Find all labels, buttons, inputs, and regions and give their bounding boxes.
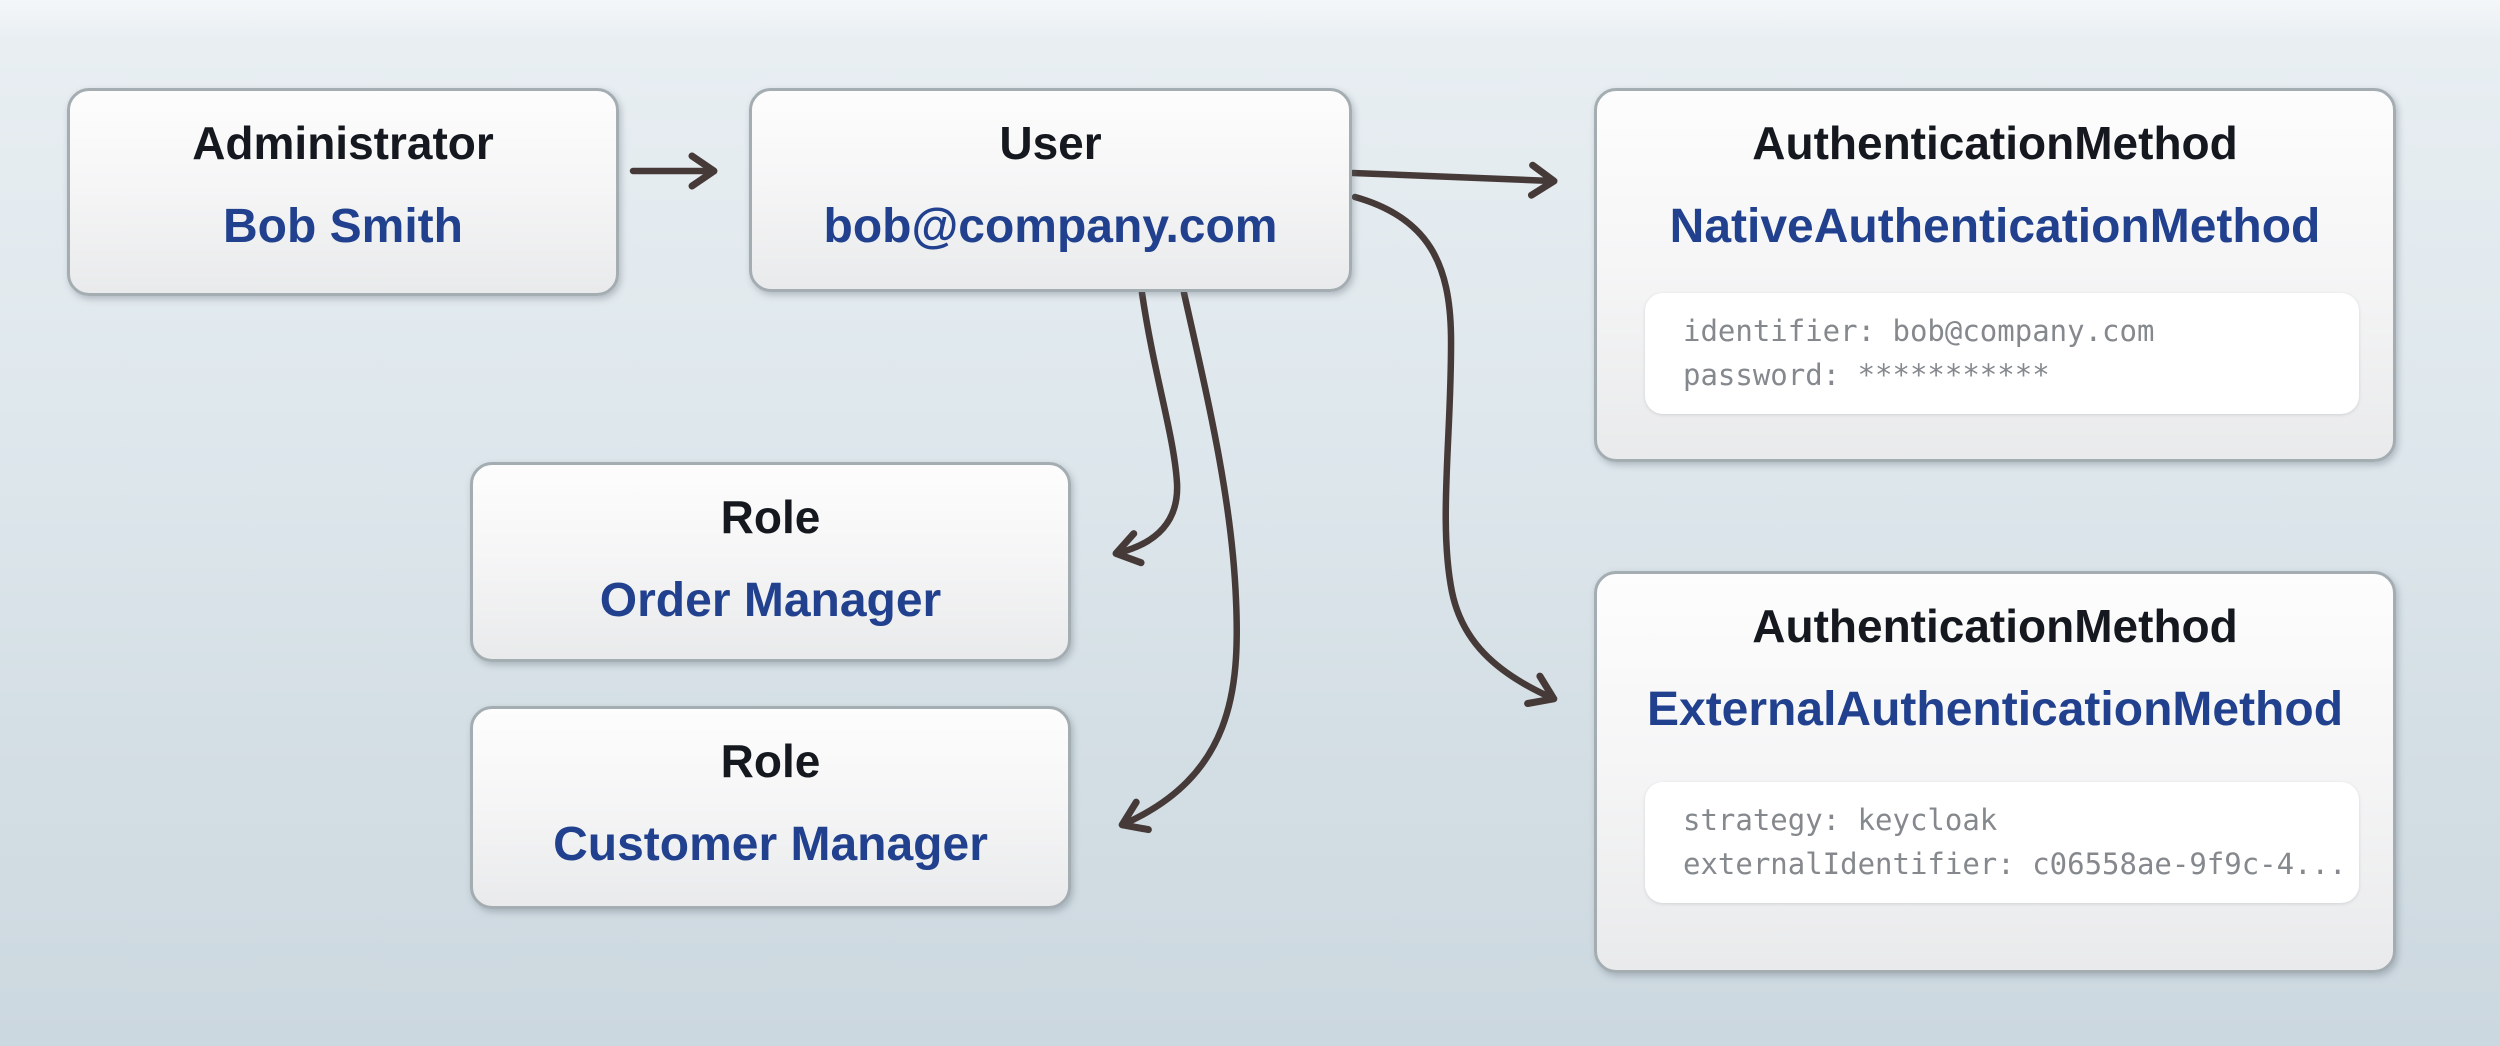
node-type-label: AuthenticationMethod bbox=[1752, 600, 2238, 652]
node-type-label: User bbox=[999, 117, 1102, 169]
node-user: User bob@company.com bbox=[749, 88, 1352, 292]
attr-external-identifier: externalIdentifier: c06558ae-9f9c-4... bbox=[1683, 847, 2347, 881]
node-value: ExternalAuthenticationMethod bbox=[1646, 683, 2344, 736]
node-type-label: Role bbox=[720, 491, 821, 543]
node-native-authentication-method: AuthenticationMethod NativeAuthenticatio… bbox=[1594, 88, 2396, 462]
attr-password: password: *********** bbox=[1683, 358, 2050, 392]
attr-identifier: identifier: bob@company.com bbox=[1683, 314, 2155, 348]
node-value: bob@company.com bbox=[823, 200, 1278, 253]
node-value: Bob Smith bbox=[223, 200, 463, 253]
attr-strategy: strategy: keycloak bbox=[1683, 803, 1998, 837]
node-type-label: Role bbox=[720, 735, 821, 787]
arrow-user-to-role-customer-manager bbox=[1118, 289, 1241, 834]
arrow-user-to-external-authentication-method bbox=[1351, 193, 1558, 708]
node-value: Order Manager bbox=[599, 574, 942, 627]
node-role-order-manager: Role Order Manager bbox=[470, 462, 1071, 662]
node-external-authentication-method: AuthenticationMethod ExternalAuthenticat… bbox=[1594, 571, 2396, 973]
node-type-label: Administrator bbox=[192, 117, 494, 169]
arrow-user-to-role-order-manager bbox=[1112, 289, 1181, 567]
node-administrator: Administrator Bob Smith bbox=[67, 88, 619, 296]
node-type-label: AuthenticationMethod bbox=[1752, 117, 2238, 169]
attribute-box: identifier: bob@company.com password: **… bbox=[1645, 293, 2359, 414]
node-role-customer-manager: Role Customer Manager bbox=[470, 706, 1071, 909]
arrow-user-to-native-authentication-method bbox=[1349, 161, 1558, 199]
node-value: NativeAuthenticationMethod bbox=[1669, 200, 2321, 253]
attribute-box: strategy: keycloak externalIdentifier: c… bbox=[1645, 782, 2359, 903]
node-value: Customer Manager bbox=[553, 818, 988, 871]
